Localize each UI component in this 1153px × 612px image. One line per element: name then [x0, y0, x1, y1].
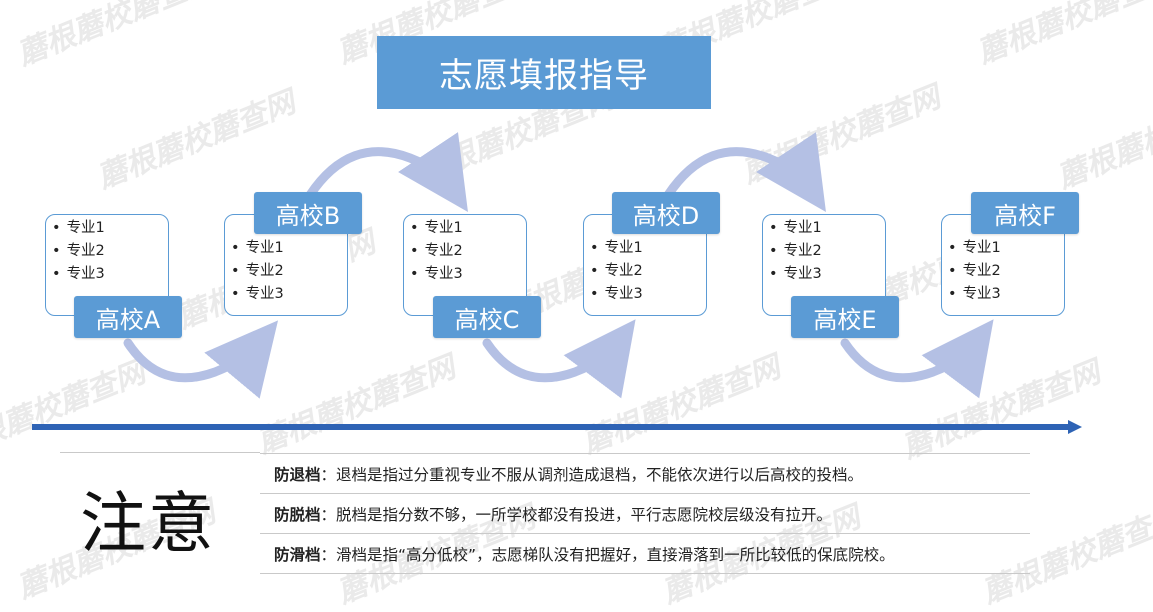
school-label-c: 高校C [433, 296, 541, 338]
notice-list: 防退档 ： 退档是指过分重视专业不服从调剂造成退档，不能依次进行以后高校的投档。… [260, 453, 1030, 574]
divider [60, 452, 260, 453]
school-label-d: 高校D [612, 192, 720, 234]
notice-term: 防滑档 [274, 545, 321, 564]
major-list: 专业1 专业2 专业3 [590, 237, 643, 306]
major-list: 专业1 专业2 专业3 [948, 237, 1001, 306]
notice-separator: ： [320, 465, 337, 484]
card-school-d: 专业1 专业2 专业3 [583, 214, 707, 316]
list-item: 专业2 [231, 260, 284, 283]
list-item: 专业1 [948, 237, 1001, 260]
major-list: 专业1 专业2 专业3 [410, 217, 463, 286]
major-list: 专业1 专业2 专业3 [231, 237, 284, 306]
list-item: 专业1 [410, 217, 463, 240]
list-item: 专业2 [590, 260, 643, 283]
school-label-f: 高校F [971, 192, 1079, 234]
notice-separator: ： [320, 545, 337, 564]
list-item: 专业1 [231, 237, 284, 260]
notice-separator: ： [320, 505, 337, 524]
arrow-d-to-e [663, 132, 826, 212]
list-item: 专业3 [410, 263, 463, 286]
notice-text: 退档是指过分重视专业不服从调剂造成退档，不能依次进行以后高校的投档。 [336, 465, 864, 484]
list-item: 专业3 [948, 283, 1001, 306]
list-item: 专业2 [52, 240, 105, 263]
list-item: 专业3 [590, 283, 643, 306]
notice-item: 防退档 ： 退档是指过分重视专业不服从调剂造成退档，不能依次进行以后高校的投档。 [260, 453, 1030, 493]
arrow-c-to-d [482, 319, 636, 399]
list-item: 专业2 [769, 240, 822, 263]
list-item: 专业3 [231, 283, 284, 306]
arrow-a-to-b [123, 320, 279, 399]
notice-term: 防脱档 [274, 505, 321, 524]
list-item: 专业1 [590, 237, 643, 260]
timeline-arrow [32, 420, 1082, 434]
page-title: 志愿填报指导 [377, 36, 711, 109]
notice-term: 防退档 [274, 465, 321, 484]
notice-item: 防脱档 ： 脱档是指分数不够，一所学校都没有投进，平行志愿院校层级没有拉开。 [260, 493, 1030, 533]
arrow-e-to-f [840, 319, 994, 399]
list-item: 专业2 [948, 260, 1001, 283]
notice-heading: 注意 [80, 485, 216, 562]
list-item: 专业2 [410, 240, 463, 263]
list-item: 专业1 [52, 217, 105, 240]
major-list: 专业1 专业2 专业3 [769, 217, 822, 286]
major-list: 专业1 专业2 专业3 [52, 217, 105, 286]
school-label-e: 高校E [791, 296, 899, 338]
school-label-a: 高校A [74, 296, 182, 338]
notice-item: 防滑档 ： 滑档是指“高分低校”，志愿梯队没有把握好，直接滑落到一所比较低的保底… [260, 533, 1030, 574]
list-item: 专业3 [769, 263, 822, 286]
notice-text: 脱档是指分数不够，一所学校都没有投进，平行志愿院校层级没有拉开。 [336, 505, 833, 524]
card-school-a: 专业1 专业2 专业3 [45, 214, 169, 316]
notice-text: 滑档是指“高分低校”，志愿梯队没有把握好，直接滑落到一所比较低的保底院校。 [336, 545, 895, 564]
school-label-b: 高校B [254, 192, 362, 234]
list-item: 专业1 [769, 217, 822, 240]
list-item: 专业3 [52, 263, 105, 286]
arrow-b-to-c [305, 132, 468, 212]
